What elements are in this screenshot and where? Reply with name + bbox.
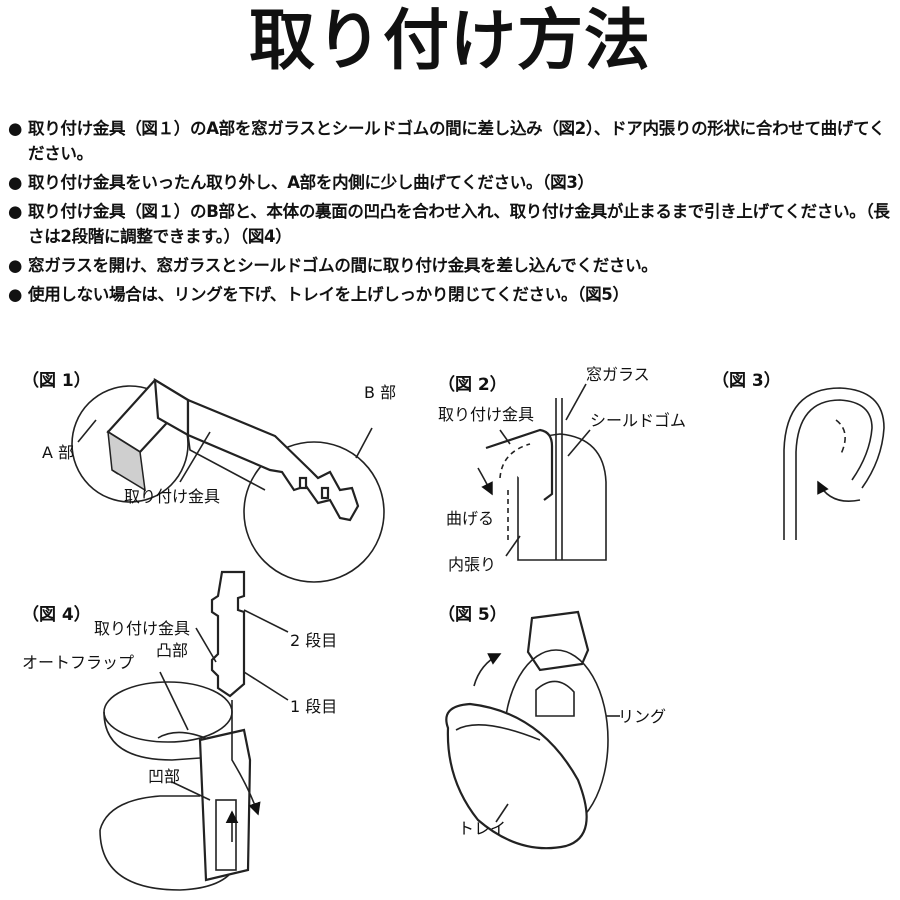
leader-line xyxy=(243,671,289,701)
label-step2: 2 段目 xyxy=(290,631,337,650)
lower-ring xyxy=(99,829,239,891)
lift-arrow xyxy=(473,653,502,687)
bend-arrow xyxy=(477,467,493,496)
label-seal: シールドゴム xyxy=(590,411,686,430)
bullet: ● xyxy=(8,119,23,138)
label-bracket: 取り付け金具 xyxy=(94,619,190,638)
bend-guide xyxy=(499,443,531,479)
slot xyxy=(215,799,237,871)
holder-body xyxy=(198,728,252,882)
leader-line xyxy=(179,431,211,483)
label-tray: トレイ xyxy=(458,819,506,838)
bullet: ● xyxy=(8,173,23,192)
figure-5-caption: （図 5） xyxy=(438,604,507,625)
bend-guide xyxy=(835,419,846,457)
upper-ring xyxy=(103,711,201,761)
instruction-step: ● 取り付け金具をいったん取り外し、A部を内側に少し曲げてください。（図3） xyxy=(8,170,896,195)
figure-2: （図 2） 窓ガラス 取り付け金具 シールドゴム 曲げる 内張り xyxy=(438,365,686,574)
instruction-step: ● 取り付け金具（図１）のB部と、本体の裏面の凹凸を合わせ入れ、取り付け金具が止ま… xyxy=(8,199,896,249)
label-bracket: 取り付け金具 xyxy=(124,487,220,506)
leader-line xyxy=(171,781,211,801)
label-step1: 1 段目 xyxy=(290,697,337,716)
detail-circle-a xyxy=(71,385,189,503)
instruction-step: ● 使用しない場合は、リングを下げ、トレイを上げしっかり閉じてください。（図5） xyxy=(8,282,896,307)
label-convex: 凸部 xyxy=(156,641,188,660)
bent-bracket xyxy=(795,399,873,540)
leader-line xyxy=(77,419,97,443)
page-title: 取り付け方法 xyxy=(249,2,651,79)
bracket-profile xyxy=(485,428,554,501)
ring-slot xyxy=(535,680,575,717)
figure-4: （図 4） 取り付け金具 凸部 オートフラップ 2 段目 1 段目 凹部 xyxy=(22,570,337,891)
instruction-list: ● 取り付け金具（図１）のA部を窓ガラスとシールドゴムの間に差し込み（図2）、ドア… xyxy=(8,116,896,311)
inward-arrow xyxy=(817,480,861,502)
instruction-step: ● 取り付け金具（図１）のA部を窓ガラスとシールドゴムの間に差し込み（図2）、ドア… xyxy=(8,116,896,166)
label-b: B 部 xyxy=(364,383,396,402)
figure-3: （図 3） xyxy=(712,370,885,540)
leader-line xyxy=(565,383,587,421)
label-lining: 内張り xyxy=(448,555,496,574)
leader-line xyxy=(567,429,591,457)
label-flap: オートフラップ xyxy=(22,653,134,672)
label-a: A 部 xyxy=(42,443,74,462)
leader-line xyxy=(243,609,289,633)
bullet: ● xyxy=(8,256,23,275)
figure-2-caption: （図 2） xyxy=(438,374,507,395)
bent-bracket xyxy=(783,387,885,540)
leader-line xyxy=(499,429,511,445)
instruction-step: ● 窓ガラスを開け、窓ガラスとシールドゴムの間に取り付け金具を差し込んでください。 xyxy=(8,253,896,278)
leader-line xyxy=(505,535,521,557)
leader-line xyxy=(159,671,189,731)
bullet: ● xyxy=(8,285,23,304)
label-bracket: 取り付け金具 xyxy=(438,405,534,424)
tray-edge xyxy=(455,724,541,741)
figure-3-caption: （図 3） xyxy=(712,370,781,391)
bracket-strip xyxy=(210,570,246,698)
leader-line xyxy=(195,627,217,663)
label-glass: 窓ガラス xyxy=(586,365,650,384)
leader-line xyxy=(355,427,373,459)
label-concave: 凹部 xyxy=(148,767,180,786)
step-text: 取り付け金具（図１）のB部と、本体の裏面の凹凸を合わせ入れ、取り付け金具が止まる… xyxy=(28,202,890,246)
step-text: 取り付け金具（図１）のA部を窓ガラスとシールドゴムの間に差し込み（図2）、ドア内… xyxy=(28,119,885,163)
tray xyxy=(445,702,588,850)
insert-arrow xyxy=(231,700,261,816)
step-text: 使用しない場合は、リングを下げ、トレイを上げしっかり閉じてください。（図5） xyxy=(28,285,629,304)
step-text: 取り付け金具をいったん取り外し、A部を内側に少し曲げてください。（図3） xyxy=(28,173,594,192)
detail-circle-b xyxy=(243,441,385,583)
step-text: 窓ガラスを開け、窓ガラスとシールドゴムの間に取り付け金具を差し込んでください。 xyxy=(28,256,658,275)
label-bend: 曲げる xyxy=(446,509,494,528)
leader-line xyxy=(495,803,509,823)
figure-1: （図 1） A 部 B 部 取り付け金具 xyxy=(22,370,396,583)
figure-4-caption: （図 4） xyxy=(22,604,91,625)
figure-5: （図 5） リング トレイ xyxy=(438,604,666,850)
bullet: ● xyxy=(8,202,23,221)
lower-ring xyxy=(99,795,200,831)
label-ring: リング xyxy=(618,707,666,726)
bracket-drawing xyxy=(106,377,360,522)
figure-1-caption: （図 1） xyxy=(22,370,91,391)
clip-top xyxy=(526,610,590,672)
